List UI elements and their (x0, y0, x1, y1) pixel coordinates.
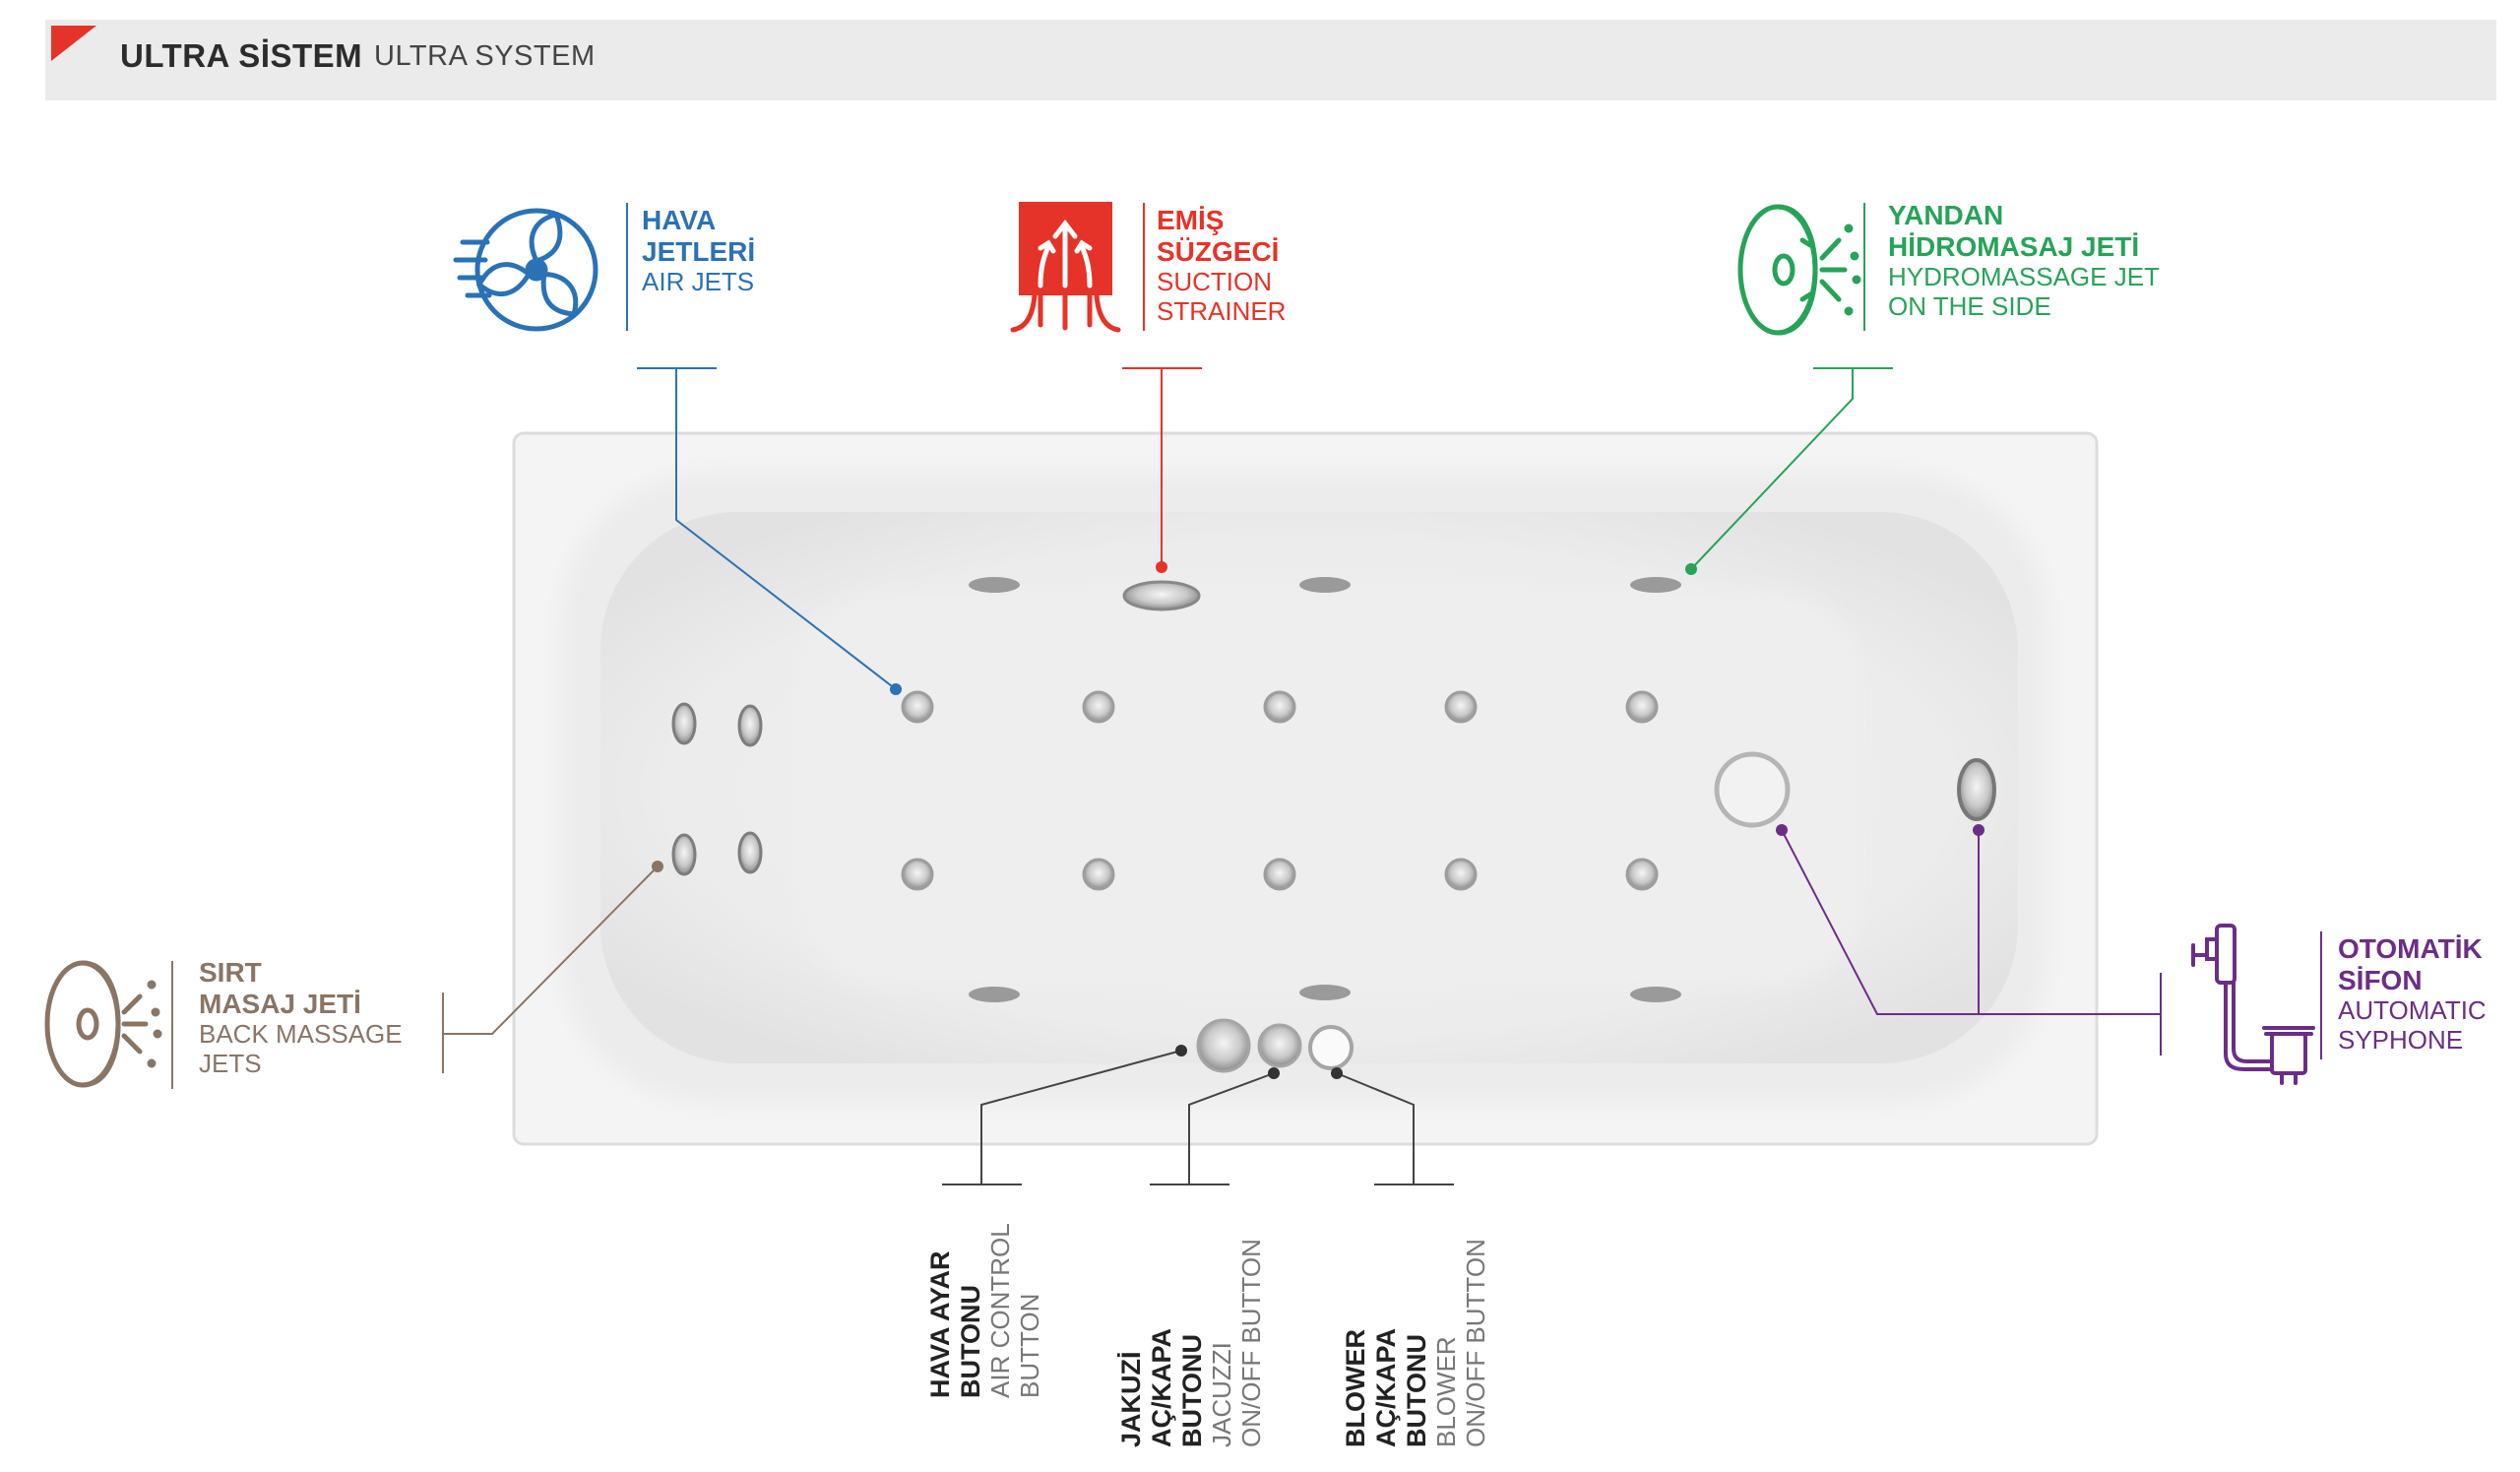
fan-icon (453, 208, 598, 332)
syphone-leader (1781, 829, 2162, 1056)
page-subtitle: ULTRA SYSTEM (374, 40, 596, 72)
rim-jets-bottom (969, 985, 1681, 1002)
rim-jets-top (969, 577, 1681, 593)
air-jets-leader (637, 367, 897, 690)
bathtub (512, 431, 2099, 1146)
back-jets-label: SIRT MASAJ JETİ BACK MASSAGE JETS (199, 957, 403, 1079)
side-jet-marker (1685, 563, 1697, 575)
jacuzzi-button-label: JAKUZİ AÇ/KAPA BUTONU JACUZZI ON/OFF BUT… (1116, 1239, 1267, 1447)
drain (1714, 751, 1791, 828)
back-massage-jets (671, 702, 763, 876)
air-jets-marker (890, 683, 902, 695)
suction-strainer-label: EMİŞ SÜZGECİ SUCTION STRAINER (1157, 205, 1287, 327)
page-title: ULTRA SİSTEM (120, 37, 363, 74)
suction-arrows-icon (1010, 202, 1121, 333)
suction-strainer (1122, 580, 1201, 611)
jacuzzi-marker (1268, 1067, 1280, 1079)
air-control-marker (1175, 1045, 1187, 1056)
air-control-button-label: HAVA AYAR BUTONU AIR CONTROL BUTTON (925, 1223, 1044, 1398)
floor-air-jets (901, 690, 1659, 891)
overflow (1957, 758, 1996, 821)
back-jets-leader (442, 865, 659, 1073)
suction-leader (1122, 367, 1202, 567)
label-separators (171, 203, 2322, 1089)
blower-button-label: BLOWER AÇ/KAPA BUTONU BLOWER ON/OFF BUTT… (1341, 1239, 1491, 1447)
syphone-marker-overflow (1973, 824, 1984, 836)
syphone-marker-drain (1776, 824, 1788, 836)
syphone-label: OTOMATİK SİFON AUTOMATIC SYPHONE (2338, 933, 2487, 1056)
button-leaders (942, 1050, 1454, 1185)
suction-marker (1156, 561, 1167, 573)
control-buttons (1196, 1018, 1354, 1073)
header-bar (45, 20, 2496, 100)
side-jet-leader (1690, 367, 1893, 570)
blower-marker (1331, 1067, 1343, 1079)
red-corner-mark (51, 26, 96, 61)
air-jets-label: HAVA JETLERİ AIR JETS (642, 205, 756, 297)
syphone-icon (2191, 924, 2315, 1085)
back-jet-icon (44, 960, 162, 1088)
side-jet-label: YANDAN HİDROMASAJ JETİ HYDROMASSAGE JET … (1888, 200, 2160, 322)
side-jet-icon (1737, 204, 1861, 336)
back-jets-marker (652, 861, 663, 872)
